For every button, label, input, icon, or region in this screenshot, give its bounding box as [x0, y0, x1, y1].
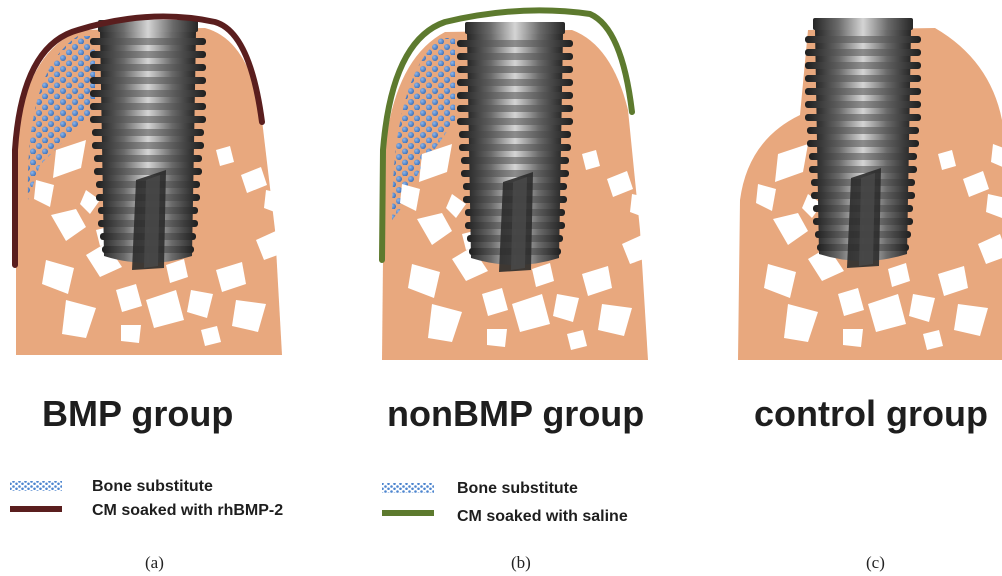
membrane-swatch	[10, 506, 62, 512]
panel-title: control group	[754, 393, 988, 434]
bone-substitute-swatch	[10, 481, 62, 491]
legend-nonbmp: Bone substitute CM soaked with saline	[382, 480, 628, 525]
legend-label: Bone substitute	[457, 480, 578, 497]
dental-implant	[805, 18, 921, 268]
legend-label: Bone substitute	[92, 478, 213, 495]
dental-implant	[90, 20, 206, 270]
panel-bmp-group	[15, 17, 287, 355]
bone-substitute-swatch	[382, 483, 434, 493]
dental-implant	[457, 22, 573, 272]
panel-nonbmp-group	[382, 10, 653, 360]
membrane-swatch	[382, 510, 434, 516]
panel-title: BMP group	[42, 393, 233, 434]
panel-caption: (b)	[511, 553, 531, 572]
panel-title: nonBMP group	[387, 393, 644, 434]
panel-control-group	[738, 18, 1002, 360]
legend-bmp: Bone substitute CM soaked with rhBMP-2	[10, 478, 283, 519]
legend-label: CM soaked with saline	[457, 508, 628, 525]
legend-label: CM soaked with rhBMP-2	[92, 502, 283, 519]
panel-caption: (c)	[866, 553, 885, 572]
panel-caption: (a)	[145, 553, 164, 572]
